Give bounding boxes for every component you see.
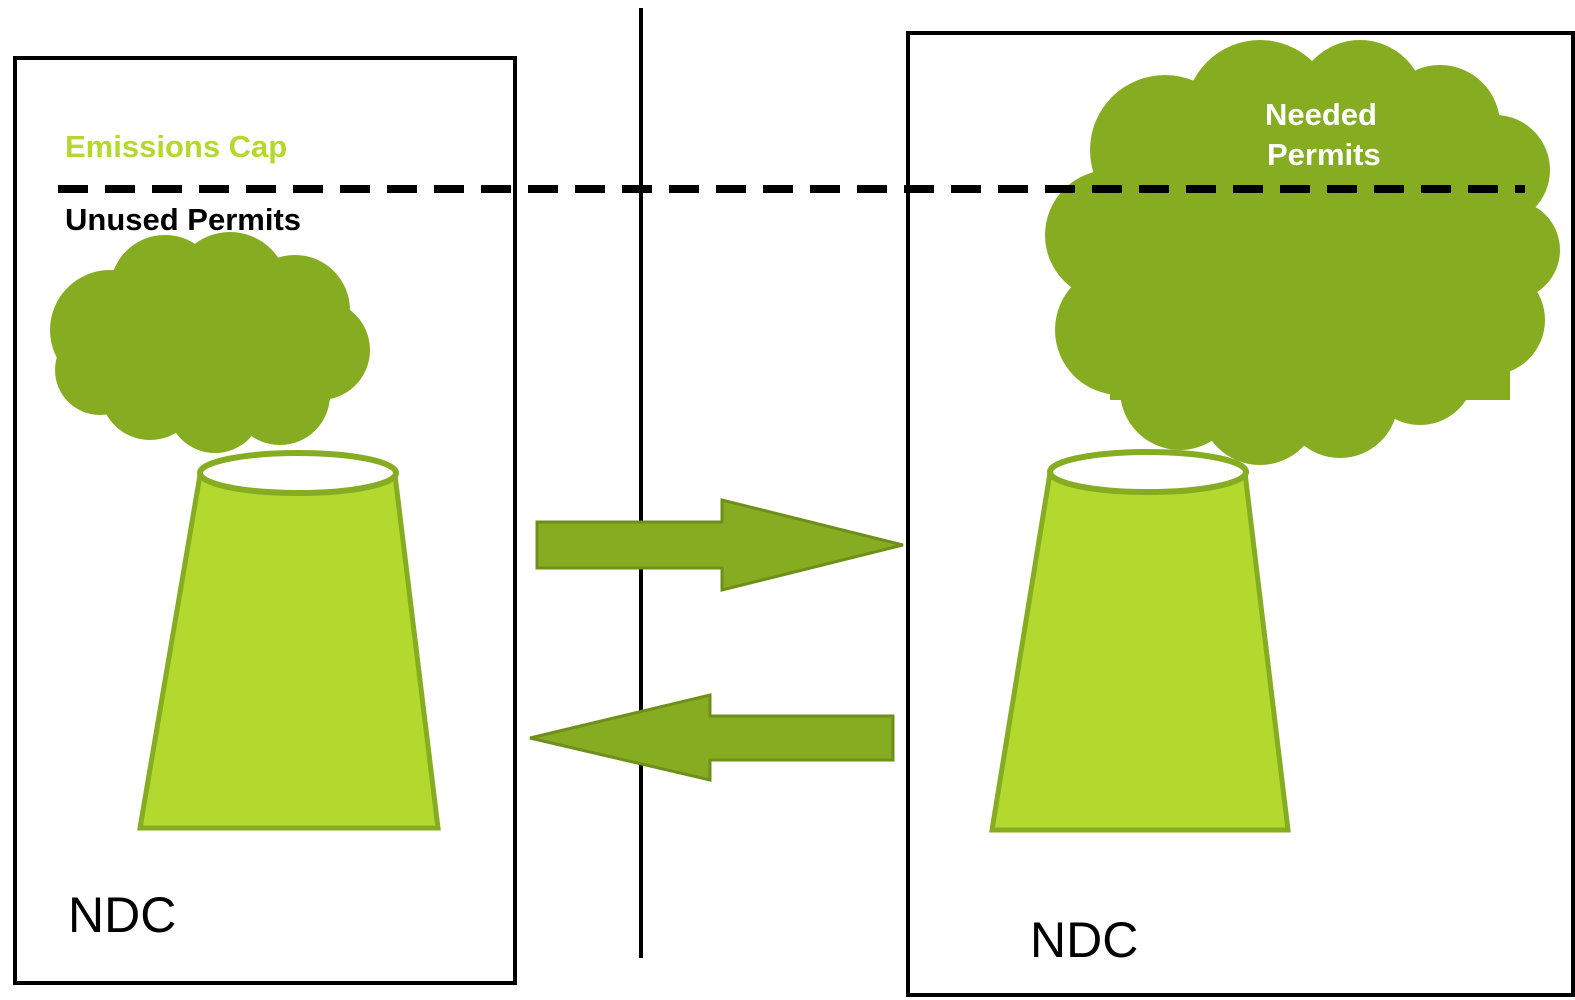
needed-permits-label-line1: Needed [1265,97,1377,132]
left-ndc-panel: Emissions Cap Unused Permits NDC [13,56,517,985]
arrow-right [535,498,904,592]
left-smokestack [137,450,441,831]
unused-permits-label: Unused Permits [65,202,301,237]
needed-permits-label-line2: Permits [1267,137,1381,172]
left-ndc-box [13,56,517,985]
right-ndc-label: NDC [1030,912,1138,968]
arrow-left [529,693,895,782]
right-smokestack [989,449,1291,833]
left-emissions-cloud [50,232,370,453]
left-ndc-label: NDC [68,887,176,943]
right-ndc-box [906,31,1575,997]
right-emissions-cloud [1045,40,1560,465]
right-ndc-panel: Needed Permits NDC [906,31,1575,997]
emissions-cap-label: Emissions Cap [65,129,287,164]
